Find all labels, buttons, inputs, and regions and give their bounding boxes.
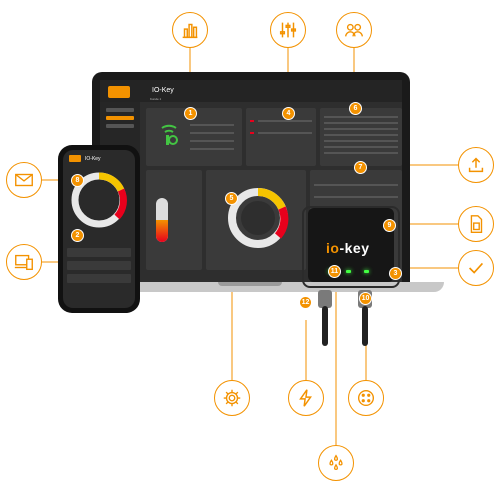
power-connector: [318, 290, 332, 308]
callout-badge-12: 12: [300, 297, 311, 308]
tank-level-panel: [146, 170, 202, 270]
laptop-base: [58, 282, 444, 292]
devices-icon: [6, 244, 42, 280]
phone-dial-gauge: [71, 172, 127, 228]
callout-badge-4: 4: [283, 108, 294, 119]
callout-badge-3: 3: [390, 268, 401, 279]
sidebar-item-active[interactable]: [106, 116, 134, 120]
device-logo: io-key: [326, 240, 370, 256]
alarm-panel: [246, 108, 316, 166]
phone-title: IO-Key: [85, 156, 101, 162]
sliders-icon: [270, 12, 306, 48]
event-log-panel: [320, 108, 402, 166]
status-led: [346, 270, 351, 273]
callout-badge-5: 5: [226, 193, 237, 204]
callout-badge-6: 6: [350, 103, 361, 114]
device-bracket: [302, 206, 400, 288]
checkmark-icon: [458, 250, 494, 286]
callout-badge-8: 8: [72, 175, 83, 186]
callout-badge-7: 7: [355, 162, 366, 173]
sidebar-item[interactable]: [106, 108, 134, 112]
callout-badge-11: 11: [329, 266, 340, 277]
connector-pins-icon: [348, 380, 384, 416]
phone-screen: IO-Key: [63, 150, 135, 308]
phone-list-item[interactable]: [67, 261, 131, 270]
lightning-icon: [288, 380, 324, 416]
bar-chart-icon: [172, 12, 208, 48]
callout-badge-10: 10: [360, 293, 371, 304]
callout-badge-9: 9: [384, 220, 395, 231]
laptop-notch: [218, 282, 282, 286]
device-body: [308, 208, 394, 282]
gear-icon: [214, 380, 250, 416]
dashboard-subtitle: Kunde 1: [150, 97, 162, 101]
users-icon: [336, 12, 372, 48]
io-key-symbol-icon: [161, 124, 178, 145]
phone-ifm-logo: [69, 155, 81, 162]
tank-level-gauge: [156, 198, 168, 242]
ifm-logo: [108, 86, 130, 98]
status-led: [364, 270, 369, 273]
upload-icon: [458, 147, 494, 183]
sim-card-icon: [458, 206, 494, 242]
power-cable: [322, 306, 328, 346]
callout-badge-1: 1: [185, 108, 196, 119]
dial-gauge: [228, 188, 289, 248]
smartphone: IO-Key: [58, 145, 140, 313]
dashboard-header: IO-Key Kunde 1: [100, 80, 402, 102]
sensor-cable: [362, 306, 368, 346]
gauge-panel: [206, 170, 306, 270]
dashboard-title: IO-Key: [152, 87, 174, 94]
droplets-icon: [318, 445, 354, 481]
io-key-device: io-key: [302, 198, 400, 292]
phone-list-item[interactable]: [67, 274, 131, 283]
sidebar-item[interactable]: [106, 124, 134, 128]
mail-icon: [6, 162, 42, 198]
phone-list-item[interactable]: [67, 248, 131, 257]
callout-badge-2: 2: [72, 230, 83, 241]
